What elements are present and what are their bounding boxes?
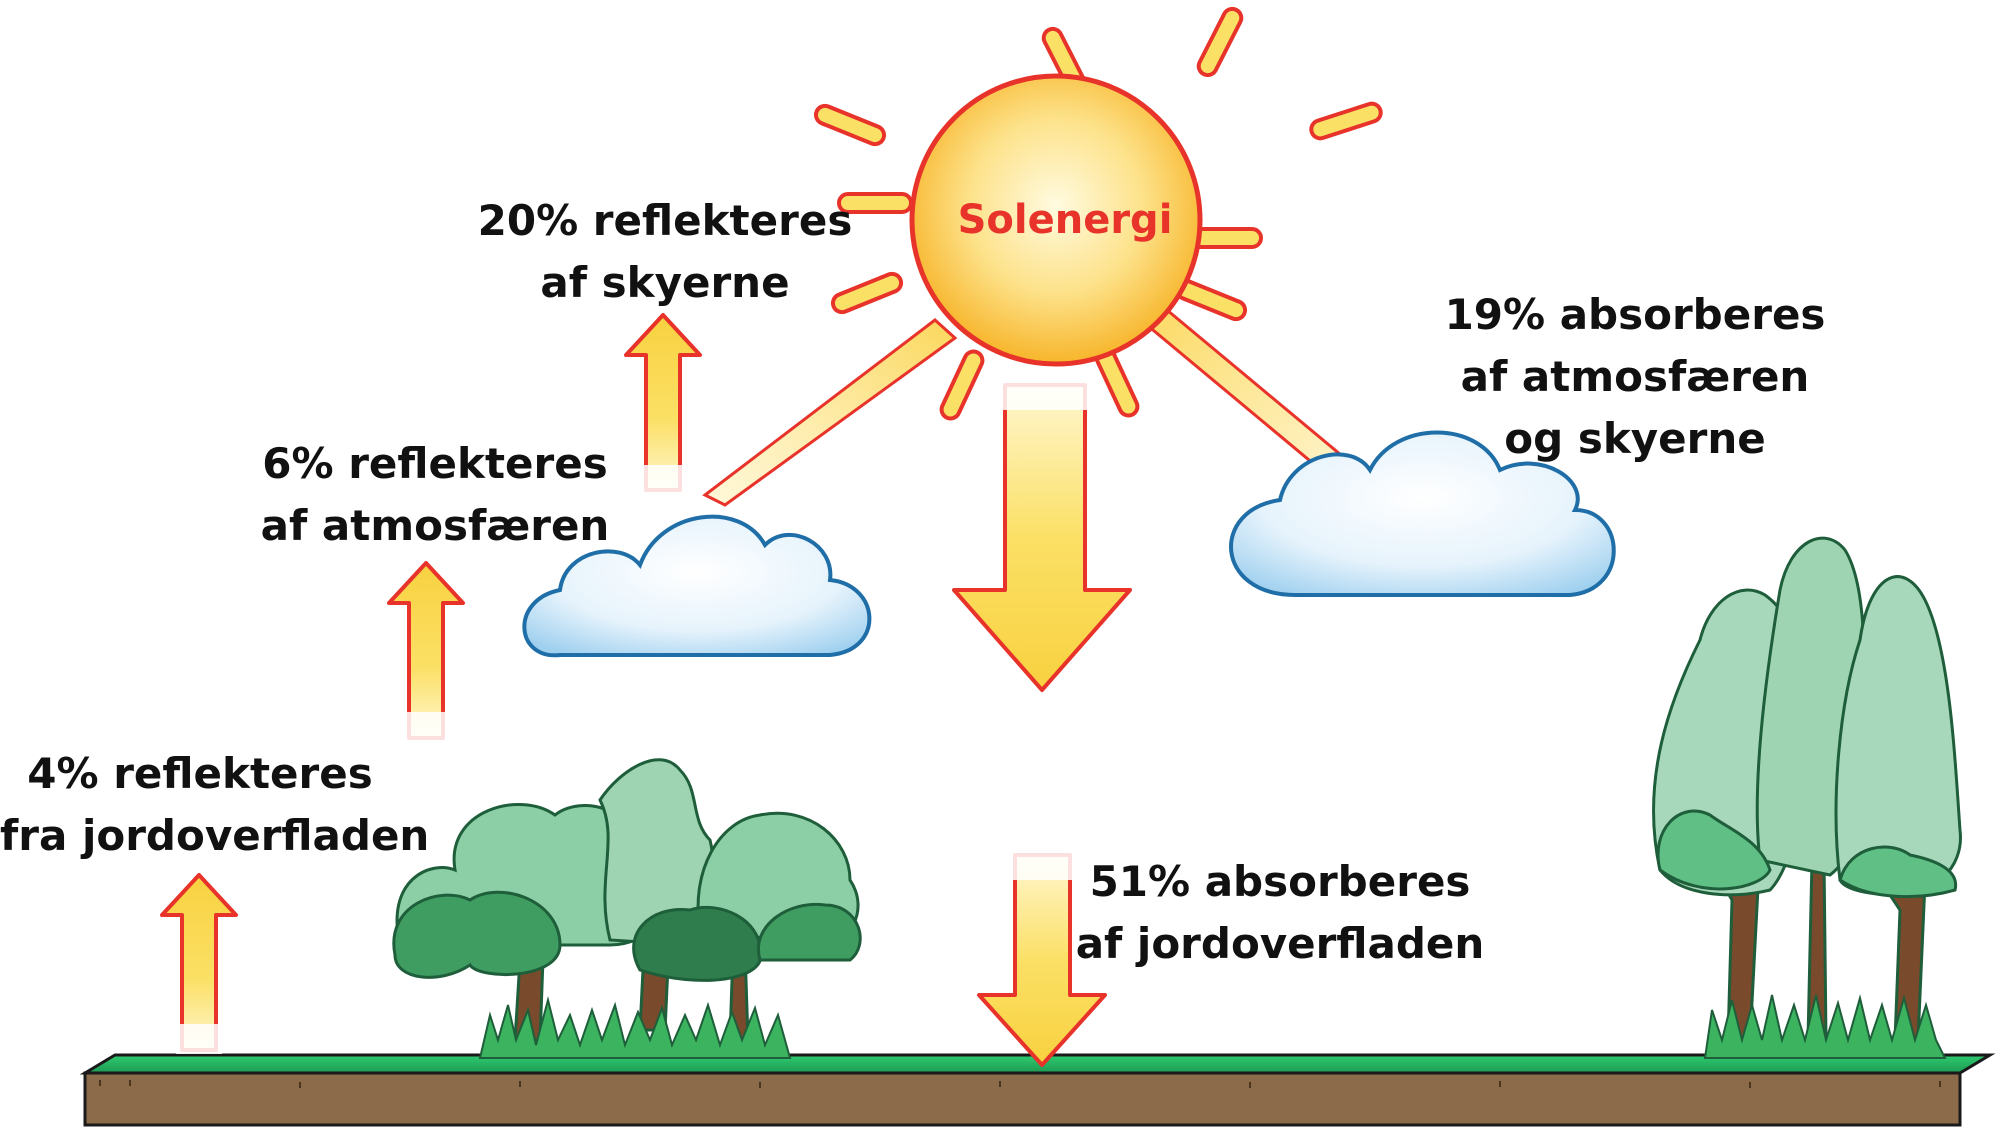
label-atmosphere-reflect: 6% reflekteres af atmosfæren <box>220 433 650 557</box>
label-surface-absorb-line1: 51% absorberes <box>1089 857 1471 906</box>
sun <box>909 73 1203 367</box>
label-surface-reflect-line2: fra jordoverfladen <box>0 811 430 860</box>
arrow-up-clouds <box>624 313 702 495</box>
trees-right <box>1652 536 1962 1042</box>
label-surface-absorb-line2: af jordoverfladen <box>1075 919 1485 968</box>
cloud-right <box>1229 430 1616 597</box>
arrow-down-surface <box>977 850 1107 1067</box>
label-clouds-reflect-line2: af skyerne <box>540 258 790 307</box>
grass-left <box>478 996 792 1059</box>
grass-right <box>1703 994 1947 1059</box>
trees-left <box>392 758 862 1042</box>
cloud-left <box>522 514 872 658</box>
beam-left <box>702 318 958 507</box>
label-clouds-reflect-line1: 20% reflekteres <box>477 196 853 245</box>
label-surface-reflect-line1: 4% reflekteres <box>27 749 373 798</box>
arrow-down-incoming <box>952 380 1132 692</box>
label-surface-reflect: 4% reflekteres fra jordoverfladen <box>0 743 430 867</box>
label-atmosphere-reflect-line2: af atmosfæren <box>260 501 610 550</box>
label-atmosphere-absorb-line3: og skyerne <box>1504 414 1766 463</box>
label-atmosphere-absorb: 19% absorberes af atmosfæren og skyerne <box>1420 284 1850 470</box>
label-atmosphere-absorb-line2: af atmosfæren <box>1460 352 1810 401</box>
arrow-up-surface <box>160 873 238 1054</box>
ground <box>79 1053 1996 1127</box>
label-surface-absorb: 51% absorberes af jordoverfladen <box>1065 851 1495 975</box>
sun-label: Solenergi <box>957 197 1173 243</box>
arrow-up-atmosphere <box>387 561 465 742</box>
label-atmosphere-absorb-line1: 19% absorberes <box>1444 290 1826 339</box>
label-clouds-reflect: 20% reflekteres af skyerne <box>450 190 880 314</box>
label-atmosphere-reflect-line1: 6% reflekteres <box>262 439 608 488</box>
ground-soil <box>83 1071 1962 1127</box>
